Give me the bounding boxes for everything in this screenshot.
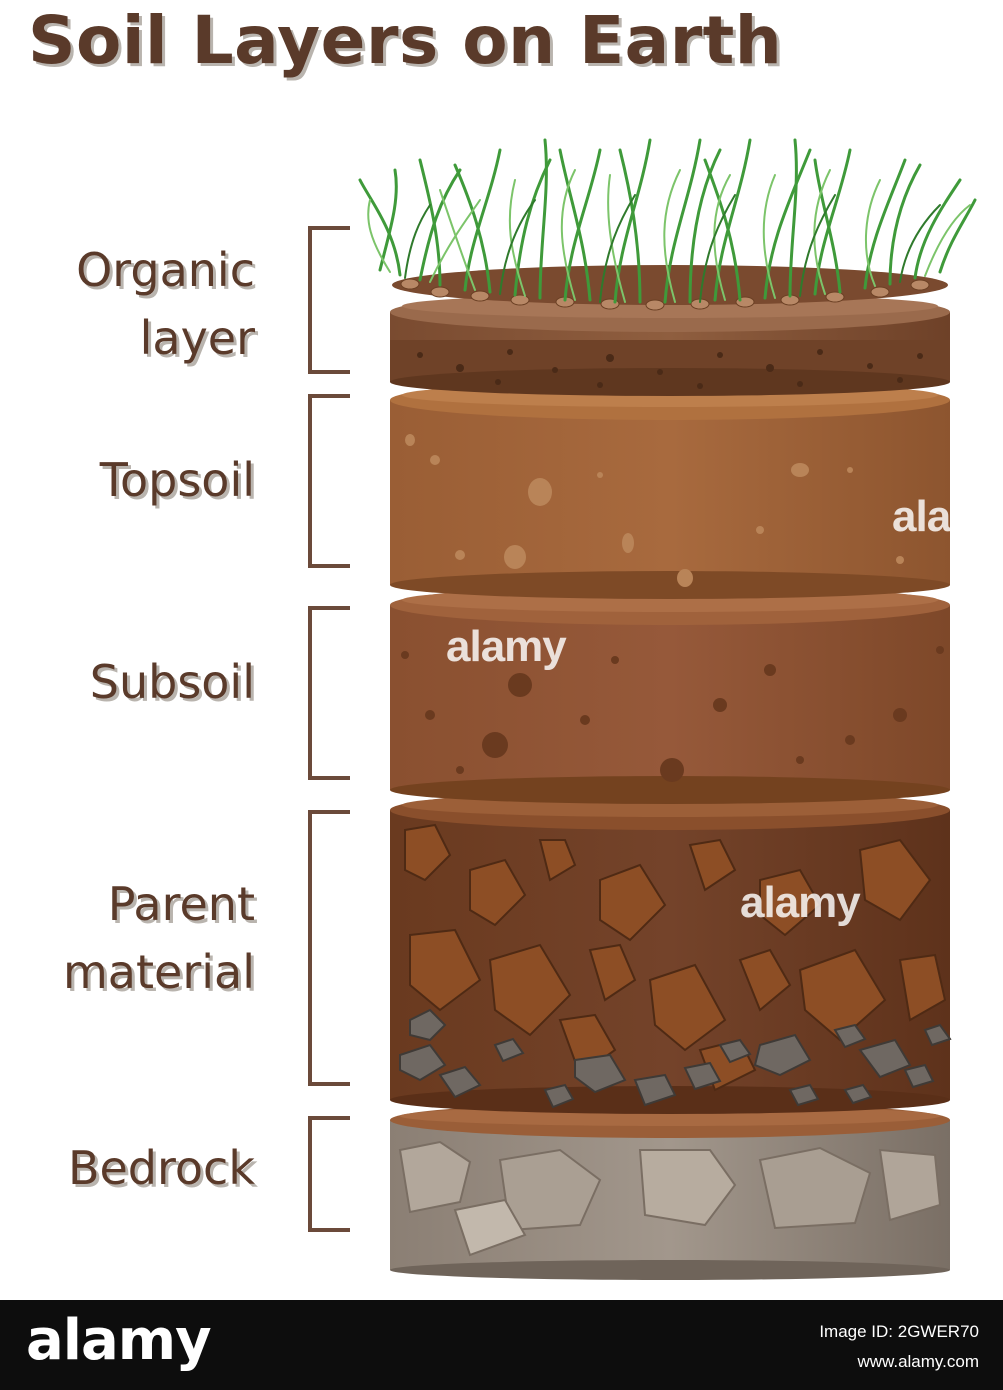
label-bedrock: Bedrock: [67, 1141, 255, 1195]
bracket-organic-layer: [308, 226, 350, 374]
bracket-topsoil: [308, 394, 350, 568]
bedrock-layer: [390, 1102, 950, 1280]
bracket-bedrock: [308, 1116, 350, 1232]
subsoil-layer: [390, 585, 950, 804]
bracket-parent-material: [308, 810, 350, 1086]
organic-layer: [390, 265, 950, 396]
diagram-title: Soil Layers on Earth: [28, 2, 783, 79]
site-link[interactable]: www.alamy.com: [857, 1352, 979, 1371]
image-id: Image ID: 2GWER70: [819, 1322, 979, 1341]
watermark: alamy: [740, 878, 861, 927]
watermark: alamy: [892, 492, 1003, 541]
topsoil-layer: [390, 380, 950, 599]
grass: [358, 138, 977, 304]
parent-material-layer: [390, 790, 952, 1114]
label-organic-layer: Organic layer: [76, 243, 255, 365]
watermark: alamy: [446, 622, 567, 671]
label-subsoil: Subsoil: [89, 655, 255, 709]
bracket-subsoil: [308, 606, 350, 780]
alamy-logo[interactable]: alamy: [26, 1308, 212, 1373]
brackets: [308, 226, 350, 1232]
soil-column-diagram: [308, 138, 977, 1280]
label-parent-material: Parent material: [63, 877, 255, 999]
label-topsoil: Topsoil: [99, 453, 255, 507]
footer-bar: alamy Image ID: 2GWER70 www.alamy.com: [0, 1300, 1003, 1390]
